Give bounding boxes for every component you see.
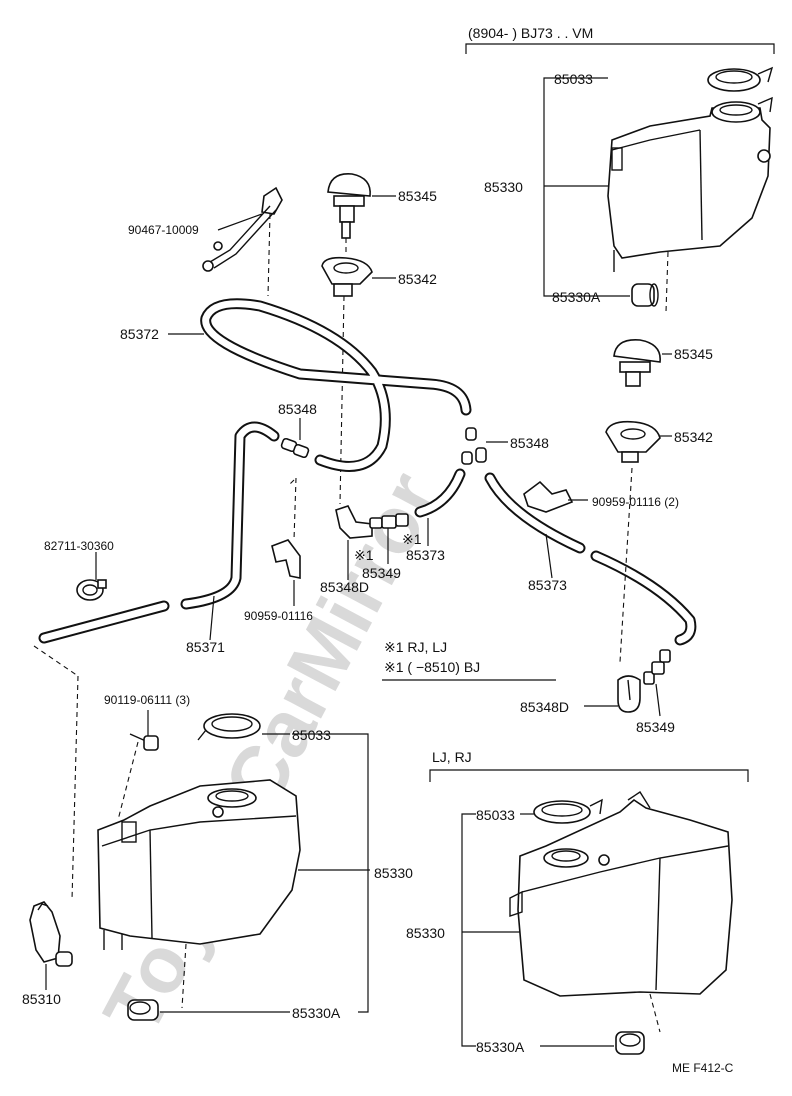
note-rj-lj: ※1 RJ, LJ [384,639,447,655]
label-85348-b: 85348 [510,435,549,451]
tank-cap-top [707,66,774,92]
washer-tank-bottom [509,791,733,997]
nozzle-grommet-left [321,256,373,297]
tank-cap-bottom [533,798,603,824]
bolt-90119 [129,733,159,751]
label-90119-06111: 90119-06111 (3) [104,693,190,707]
label-85330-bot: 85330 [406,925,445,941]
label-85345-a: 85345 [398,188,437,204]
label-85310: 85310 [22,991,61,1007]
label-85373-b: 85373 [528,577,567,593]
label-85348-a: 85348 [278,401,317,417]
label-85348D-b: 85348D [520,699,569,715]
group-header-top: (8904- ) BJ73 . . VM [468,25,593,41]
label-85371: 85371 [186,639,225,655]
label-82711-30360: 82711-30360 [44,539,114,553]
tank-cap-mid [197,713,261,741]
hose-clamp-90467 [202,186,283,272]
elbow-85348D-right [617,675,641,713]
label-85345-b: 85345 [674,346,713,362]
label-85349-a: 85349 [362,565,401,581]
elbow-85348D-center [335,505,373,539]
grommet-top [631,283,659,307]
check-valve-85349-center [369,513,409,529]
washer-nozzle-right [613,339,661,387]
label-85033-mid: 85033 [292,727,331,743]
grommet-mid [127,999,159,1021]
washer-tank-mid [97,779,301,950]
connector-85348-right [461,427,487,465]
washer-nozzle-left [327,173,371,239]
group-header-bottom: LJ, RJ [432,749,472,765]
group-bracket-bottom [429,769,749,782]
label-85372: 85372 [120,326,159,342]
hose-85371 [38,421,280,644]
label-90959-01116-2: 90959-01116 (2) [592,495,679,509]
hose-clamp-82711 [76,579,107,601]
hose-clip-90959-lower [271,539,301,579]
label-85033-top: 85033 [554,71,593,87]
label-85330A-bot: 85330A [476,1039,525,1055]
leader-bracket-bottom [461,813,476,1047]
reference-code: ME F412-C [672,1061,734,1075]
label-90467-10009: 90467-10009 [128,223,199,237]
nozzle-grommet-right [605,420,661,463]
label-85348D-a: 85348D [320,579,369,595]
hose-85373-center [414,468,466,518]
mark-1-b: ※1 [402,531,422,547]
label-85330A-mid: 85330A [292,1005,341,1021]
label-90959-01116: 90959-01116 [244,609,313,623]
label-85342-a: 85342 [398,271,437,287]
mark-1-a: ※1 [354,547,374,563]
grommet-bottom [615,1031,645,1055]
label-85349-b: 85349 [636,719,675,735]
check-valve-85349-right [643,649,671,685]
hose-clip-90959-upper [523,480,574,513]
note-bj: ※1 ( −8510) BJ [384,659,480,675]
label-85330-top: 85330 [484,179,523,195]
hose-85372 [200,298,472,472]
washer-pump-85310 [29,901,73,967]
hose-85373-right [484,472,697,646]
label-85373-a: 85373 [406,547,445,563]
label-85342-b: 85342 [674,429,713,445]
leader-bracket-top [543,77,630,297]
washer-tank-top [607,96,773,272]
label-85330A-top: 85330A [552,289,601,305]
label-85033-bot: 85033 [476,807,515,823]
connector-85348-left [280,437,310,459]
group-bracket-top [465,43,775,54]
leader-bracket-mid [292,733,369,1013]
label-85330-mid: 85330 [374,865,413,881]
